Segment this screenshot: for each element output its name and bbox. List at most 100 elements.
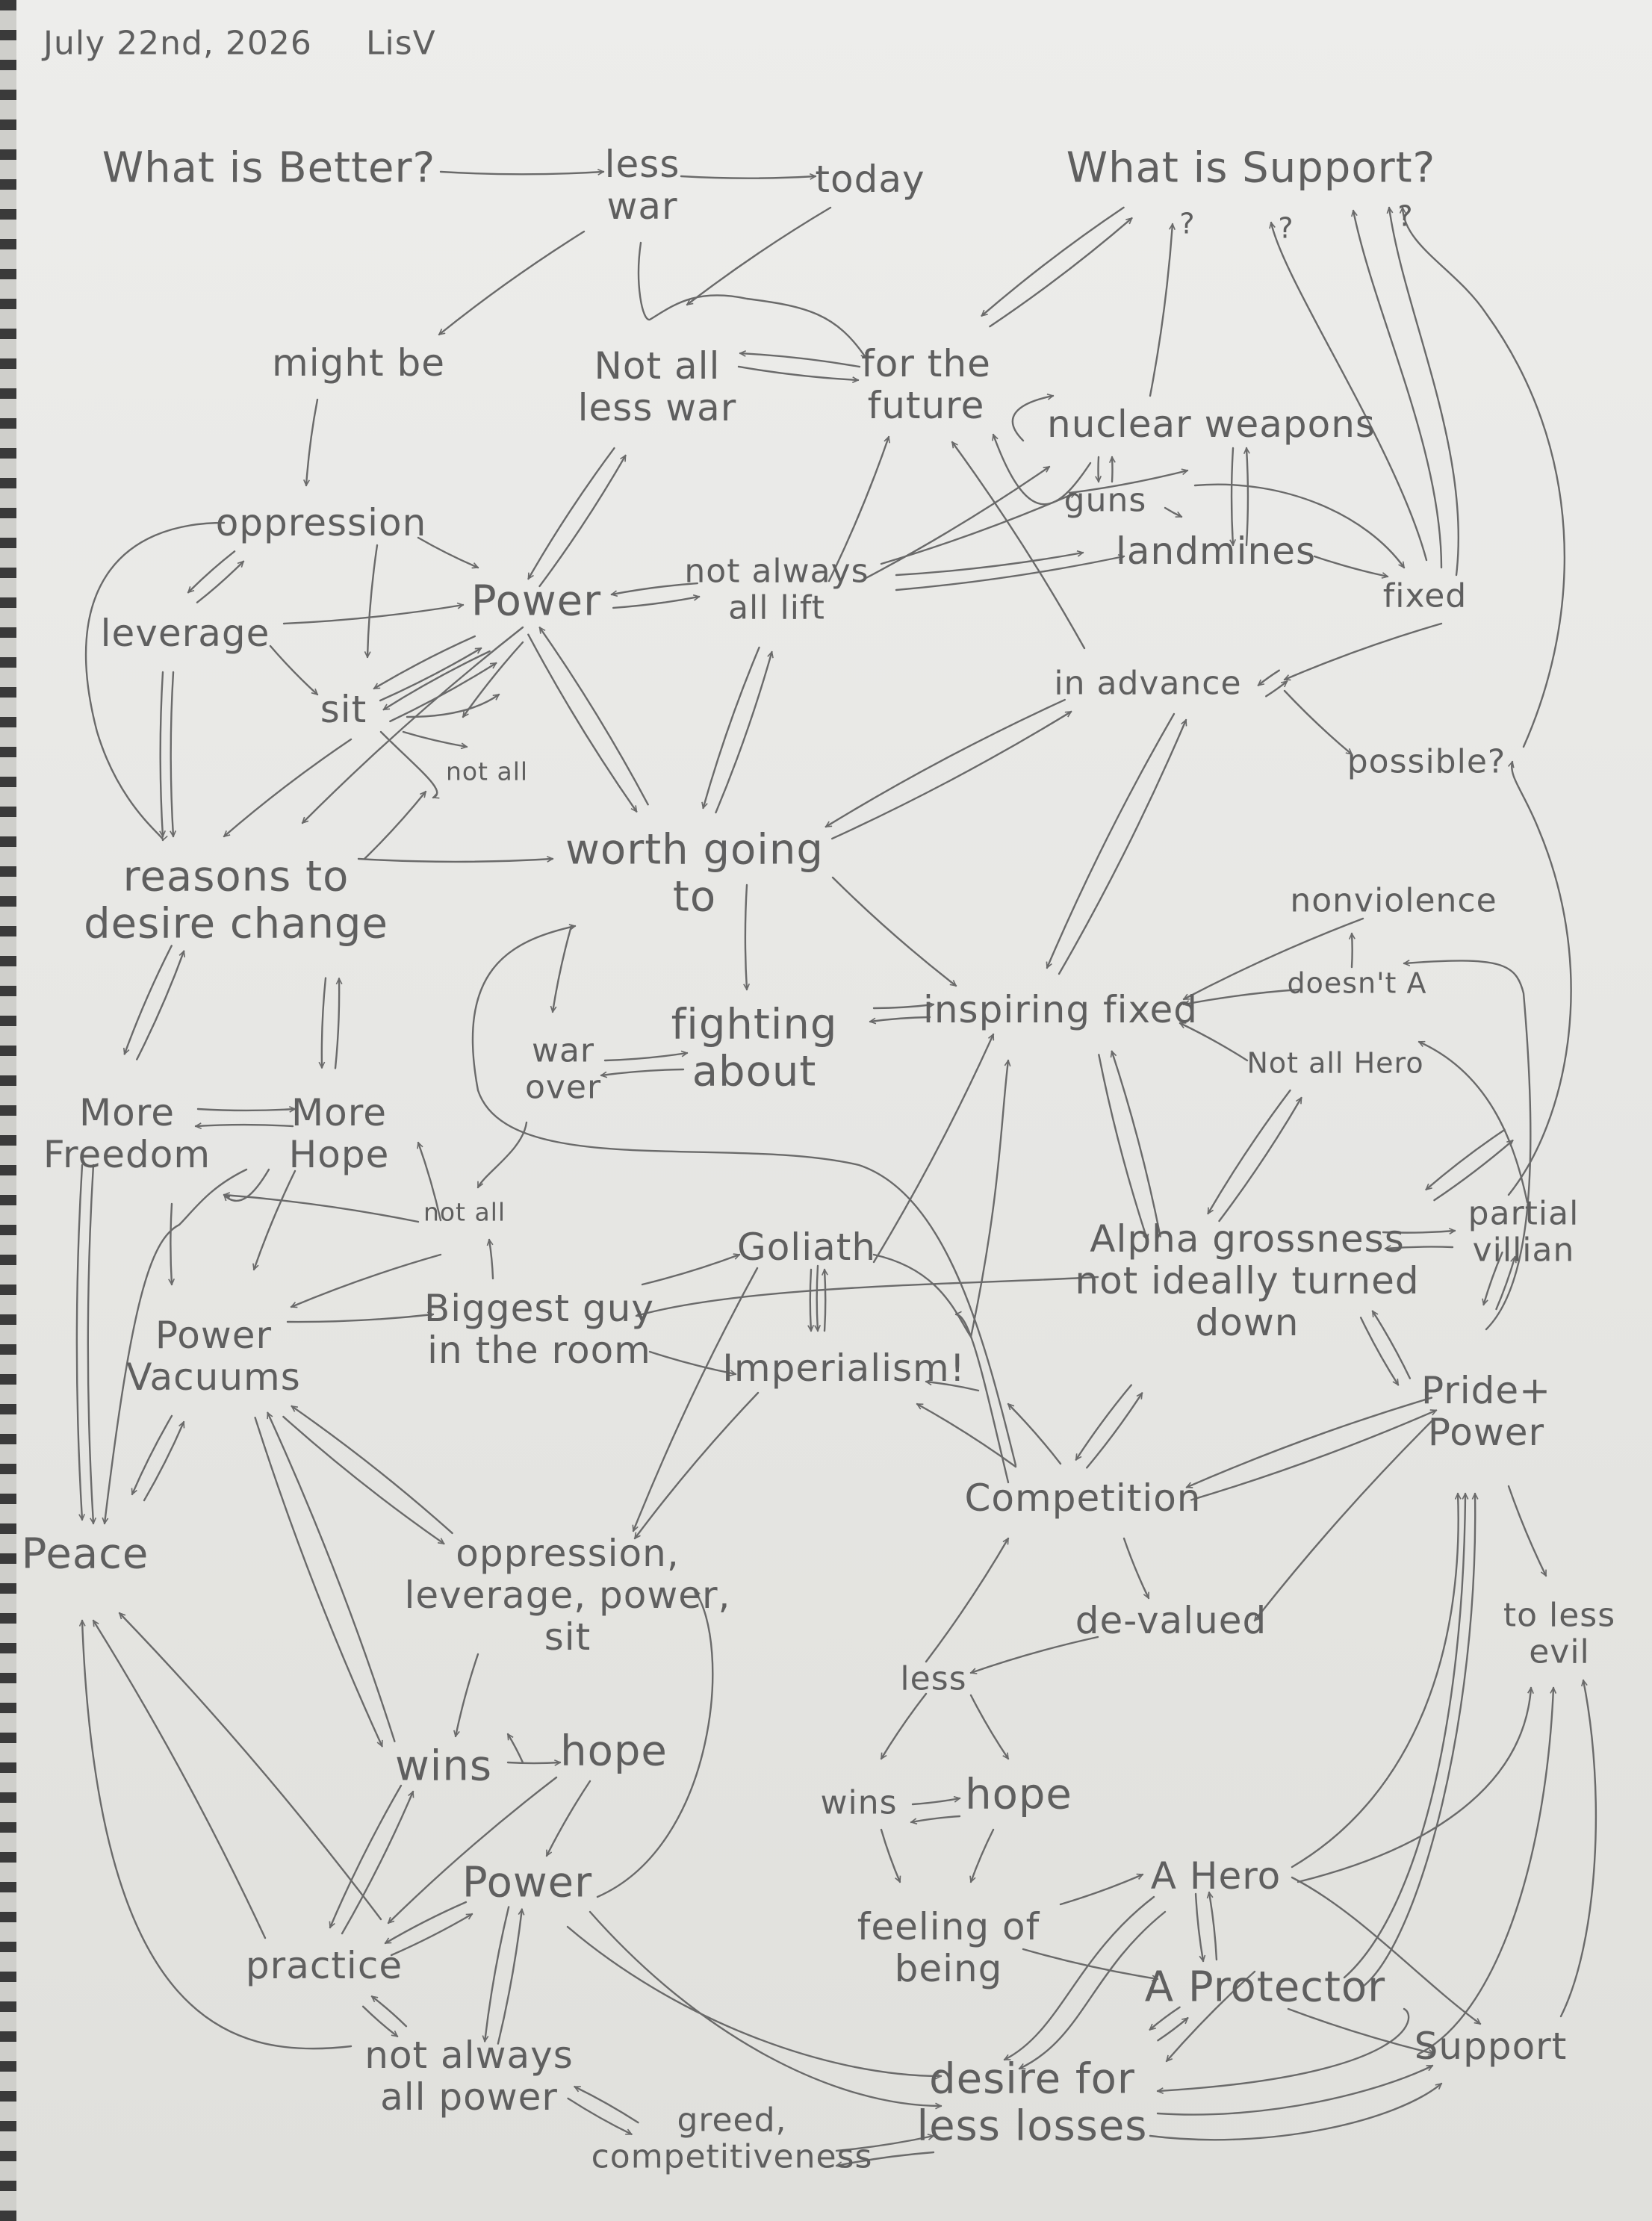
connector-arrow-167 [911,1815,961,1822]
node-wins-2: wins [820,1783,898,1822]
connector-arrow-41 [827,437,889,583]
connector-arrow-112 [1426,1128,1506,1190]
connector-arrow-6 [739,353,861,368]
connector-arrow-152 [92,1621,267,1939]
node-power: Power [471,577,602,626]
connector-arrow-79 [476,1121,528,1187]
node-nonviolence: nonviolence [1290,881,1497,920]
connector-arrow-122 [1190,1410,1436,1501]
node-sit: sit [320,688,367,731]
connector-arrow-114 [1403,960,1532,1331]
connector-arrow-148 [385,1901,468,1945]
node-power-vacuums: Power Vacuums [126,1314,301,1399]
connector-arrow-71 [1352,932,1353,969]
connector-arrow-147 [341,1792,413,1935]
connector-arrow-78 [553,925,573,1012]
connector-arrow-76 [603,1053,687,1062]
connector-arrow-129 [633,1267,759,1531]
connector-arrow-98 [817,1264,818,1332]
node-peace: Peace [21,1529,149,1579]
connector-arrow-182 [1361,1492,1475,1988]
connector-arrow-138 [267,1413,396,1742]
node-today: today [815,158,925,201]
connector-arrow-13 [1403,206,1565,748]
connector-arrow-5 [737,365,860,380]
connector-arrow-9 [1149,223,1173,397]
connector-arrow-107 [1218,1098,1302,1223]
connector-arrow-157 [567,2097,632,2136]
connector-arrow-146 [330,1784,403,1928]
connector-arrow-96 [286,1314,433,1323]
node-what-is-better: What is Better? [102,143,436,193]
node-leverage: leverage [100,612,270,655]
connector-arrow-143 [545,1780,591,1856]
node-what-is-support: What is Support? [1066,143,1436,193]
header-date: July 22nd, 2026 [43,24,312,63]
connector-arrow-151 [497,1910,522,2045]
connector-arrow-70 [1184,917,1364,1001]
node-landmines: landmines [1115,529,1317,573]
connector-arrow-103 [872,1034,995,1264]
connector-arrow-164 [880,1692,928,1759]
connector-arrow-101 [648,1350,736,1374]
connector-arrow-24 [389,662,496,723]
connector-arrow-28 [538,627,649,806]
connector-arrow-174 [1004,1895,1155,2061]
connector-arrow-59 [1285,622,1443,680]
connector-arrow-11 [1353,211,1443,569]
connector-arrow-45 [895,556,1124,591]
connector-arrow-126 [917,1403,1017,1468]
connector-arrow-23 [374,635,476,690]
connector-arrow-95 [489,1240,494,1280]
connector-arrow-149 [390,1913,472,1957]
connector-arrow-42 [859,465,1049,583]
node-partial-villian: partial villian [1468,1194,1580,1270]
node-pride-power: Pride+ Power [1420,1369,1552,1454]
connector-arrow-132 [1253,1417,1435,1621]
connector-arrow-142 [506,1762,562,1763]
connector-arrow-8 [982,206,1125,316]
connector-arrow-113 [1419,1040,1529,1204]
connector-arrow-140 [292,1405,453,1535]
connector-arrow-32 [612,582,699,594]
connector-arrow-17 [188,550,236,592]
node-desire-for-less-losses: desire for less losses [916,2054,1148,2150]
node-inspiring-fixed: inspiring fixed [922,988,1199,1031]
connector-arrow-116 [1495,1257,1515,1311]
connector-arrow-57 [1265,680,1287,698]
connector-arrow-3 [687,206,832,306]
node-practice: practice [245,1944,403,1987]
connector-arrow-134 [925,1538,1010,1663]
connector-arrow-100 [810,1268,811,1332]
connector-arrow-69 [1058,720,1186,975]
connector-arrow-159 [835,2136,934,2152]
connector-arrow-109 [1382,1231,1456,1233]
connector-arrow-52 [1164,506,1181,518]
connector-arrow-180 [1167,1970,1256,2061]
connector-arrow-14 [306,398,319,487]
connector-arrow-83 [125,945,173,1054]
connector-arrow-106 [1112,1052,1161,1237]
node-might-be: might be [271,341,446,385]
connector-arrow-48 [951,442,1086,650]
node-guns: guns [1063,481,1147,520]
connector-arrow-153 [82,1619,353,2050]
connector-arrow-161 [596,1591,714,1898]
connector-arrow-120 [1086,1393,1143,1469]
connector-arrow-190 [1149,2082,1441,2141]
node-to-less-evil: to less evil [1503,1596,1616,1671]
connector-arrow-90 [418,1143,442,1222]
connector-arrow-63 [826,698,1066,828]
connector-arrow-66 [745,883,747,991]
connector-arrow-19 [282,605,463,625]
connector-arrow-179 [1291,1876,1480,2025]
connector-arrow-34 [302,626,524,823]
connector-arrow-115 [1507,762,1572,1196]
node-competition: Competition [964,1476,1202,1520]
connector-arrow-77 [601,1068,685,1075]
node-possible: possible? [1347,742,1506,781]
connector-arrow-170 [1059,1874,1143,1906]
connector-arrow-25 [384,650,491,711]
node-hope-2: hope [965,1770,1072,1819]
